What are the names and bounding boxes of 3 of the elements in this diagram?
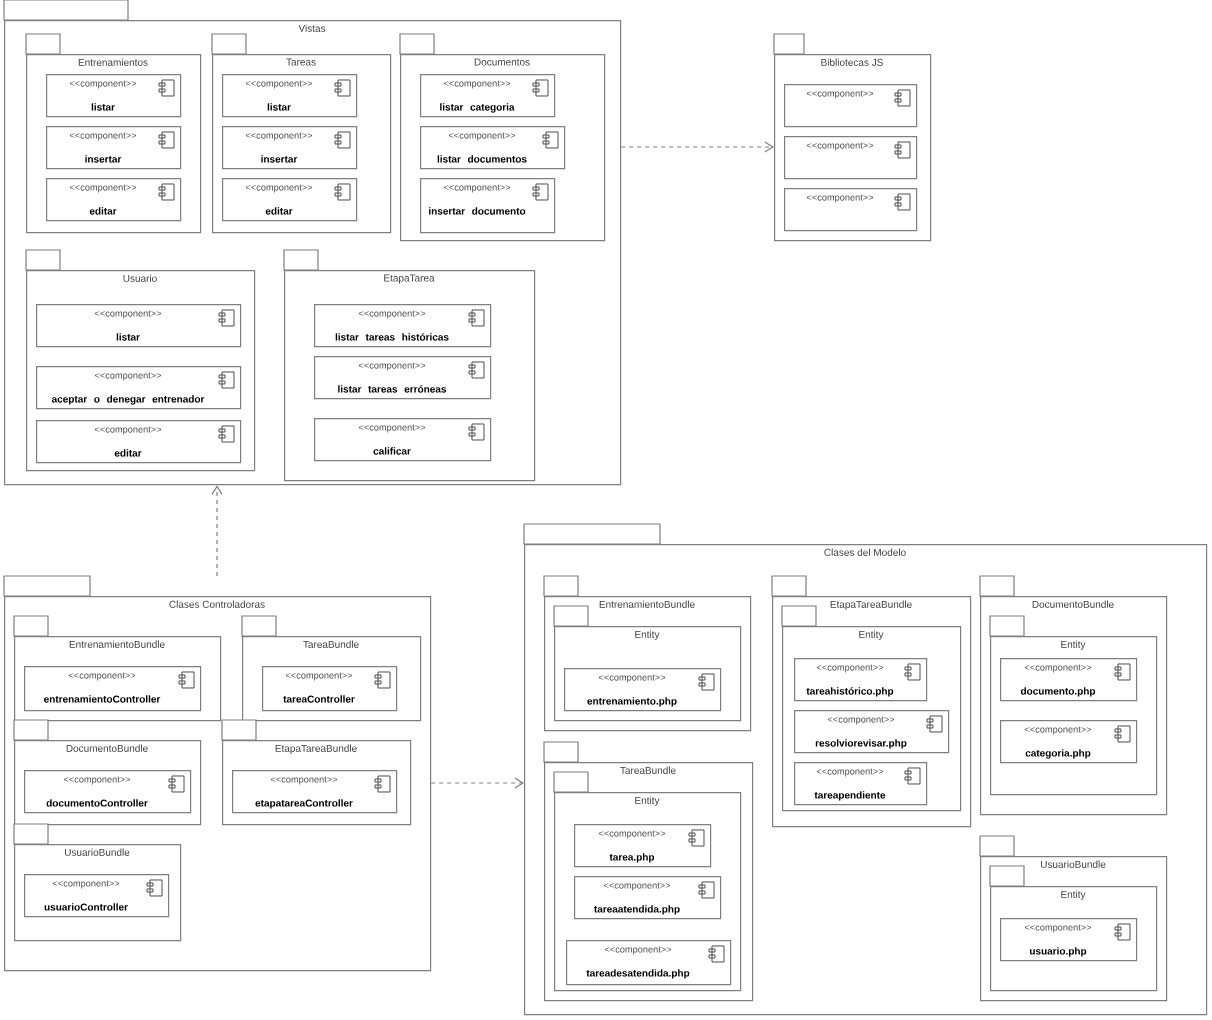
dependency-arrow xyxy=(211,485,223,577)
dependency-arrow xyxy=(620,141,774,153)
dependency-arrow xyxy=(430,777,524,789)
